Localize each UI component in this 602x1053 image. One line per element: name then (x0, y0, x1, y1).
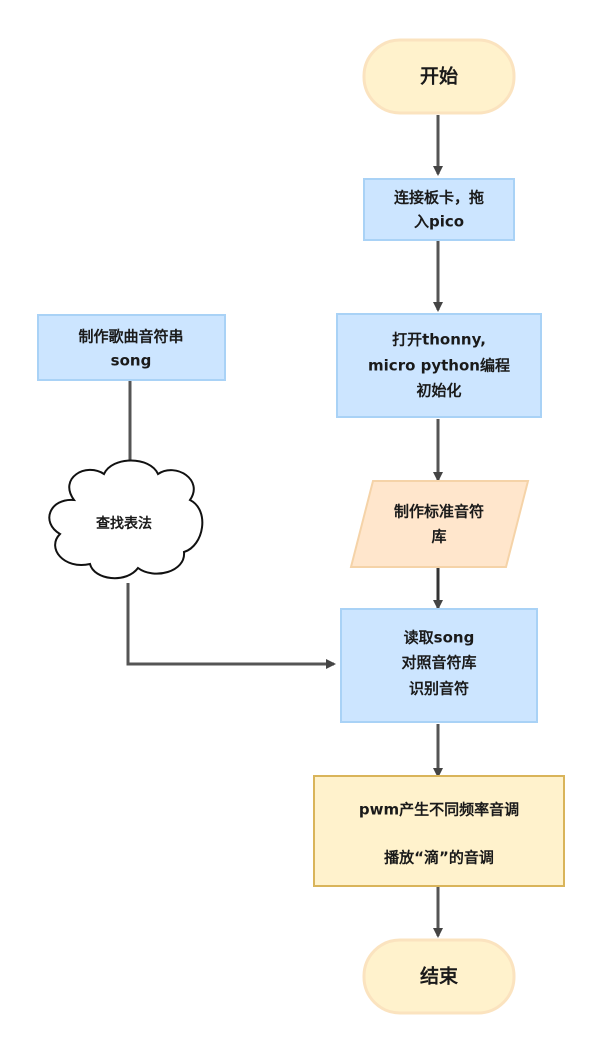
song-label-line2: song (111, 352, 152, 370)
library-shape (349, 480, 530, 568)
lookup-label: 查找表法 (96, 515, 152, 532)
library-label-line2: 库 (431, 528, 446, 546)
end-label: 结束 (420, 965, 459, 988)
read-label-line1: 读取song (404, 629, 475, 647)
connectors (125, 115, 443, 938)
cloud-shape (48, 459, 204, 580)
thonny-label-line3: 初始化 (416, 382, 461, 400)
library-node: 制作标准音符 库 (349, 480, 530, 568)
pwm-label-line2: 播放“滴”的音调 (384, 849, 494, 867)
connect-label-line2: 入pico (414, 213, 464, 231)
connect-shape (363, 178, 515, 241)
end-shape (362, 938, 516, 1015)
thonny-node: 打开thonny, micro python编程 初始化 (336, 313, 542, 418)
connect-node: 连接板卡，拖 入pico (363, 178, 515, 241)
library-label-line1: 制作标准音符 (394, 503, 484, 521)
connect-label-line1: 连接板卡，拖 (394, 189, 484, 207)
start-node: 开始 (362, 38, 516, 115)
arrow-lookup-to-read (126, 583, 336, 669)
song-label-line1: 制作歌曲音符串 (78, 328, 183, 346)
read-label-line3: 识别音符 (409, 680, 469, 698)
pwm-shape (313, 775, 565, 887)
song-shape (37, 314, 226, 381)
pwm-node: pwm产生不同频率音调 播放“滴”的音调 (313, 775, 565, 887)
start-shape (362, 38, 516, 115)
read-shape (340, 608, 538, 723)
song-node: 制作歌曲音符串 song (37, 314, 226, 381)
read-node: 读取song 对照音符库 识别音符 (340, 608, 538, 723)
end-node: 结束 (362, 938, 516, 1015)
read-label-line2: 对照音符库 (401, 654, 476, 672)
pwm-label-line1: pwm产生不同频率音调 (359, 801, 519, 819)
start-label: 开始 (420, 65, 458, 88)
lookup-node: 查找表法 (48, 459, 204, 580)
thonny-label-line1: 打开thonny, (392, 331, 486, 349)
thonny-shape (336, 313, 542, 418)
thonny-label-line2: micro python编程 (368, 357, 510, 375)
